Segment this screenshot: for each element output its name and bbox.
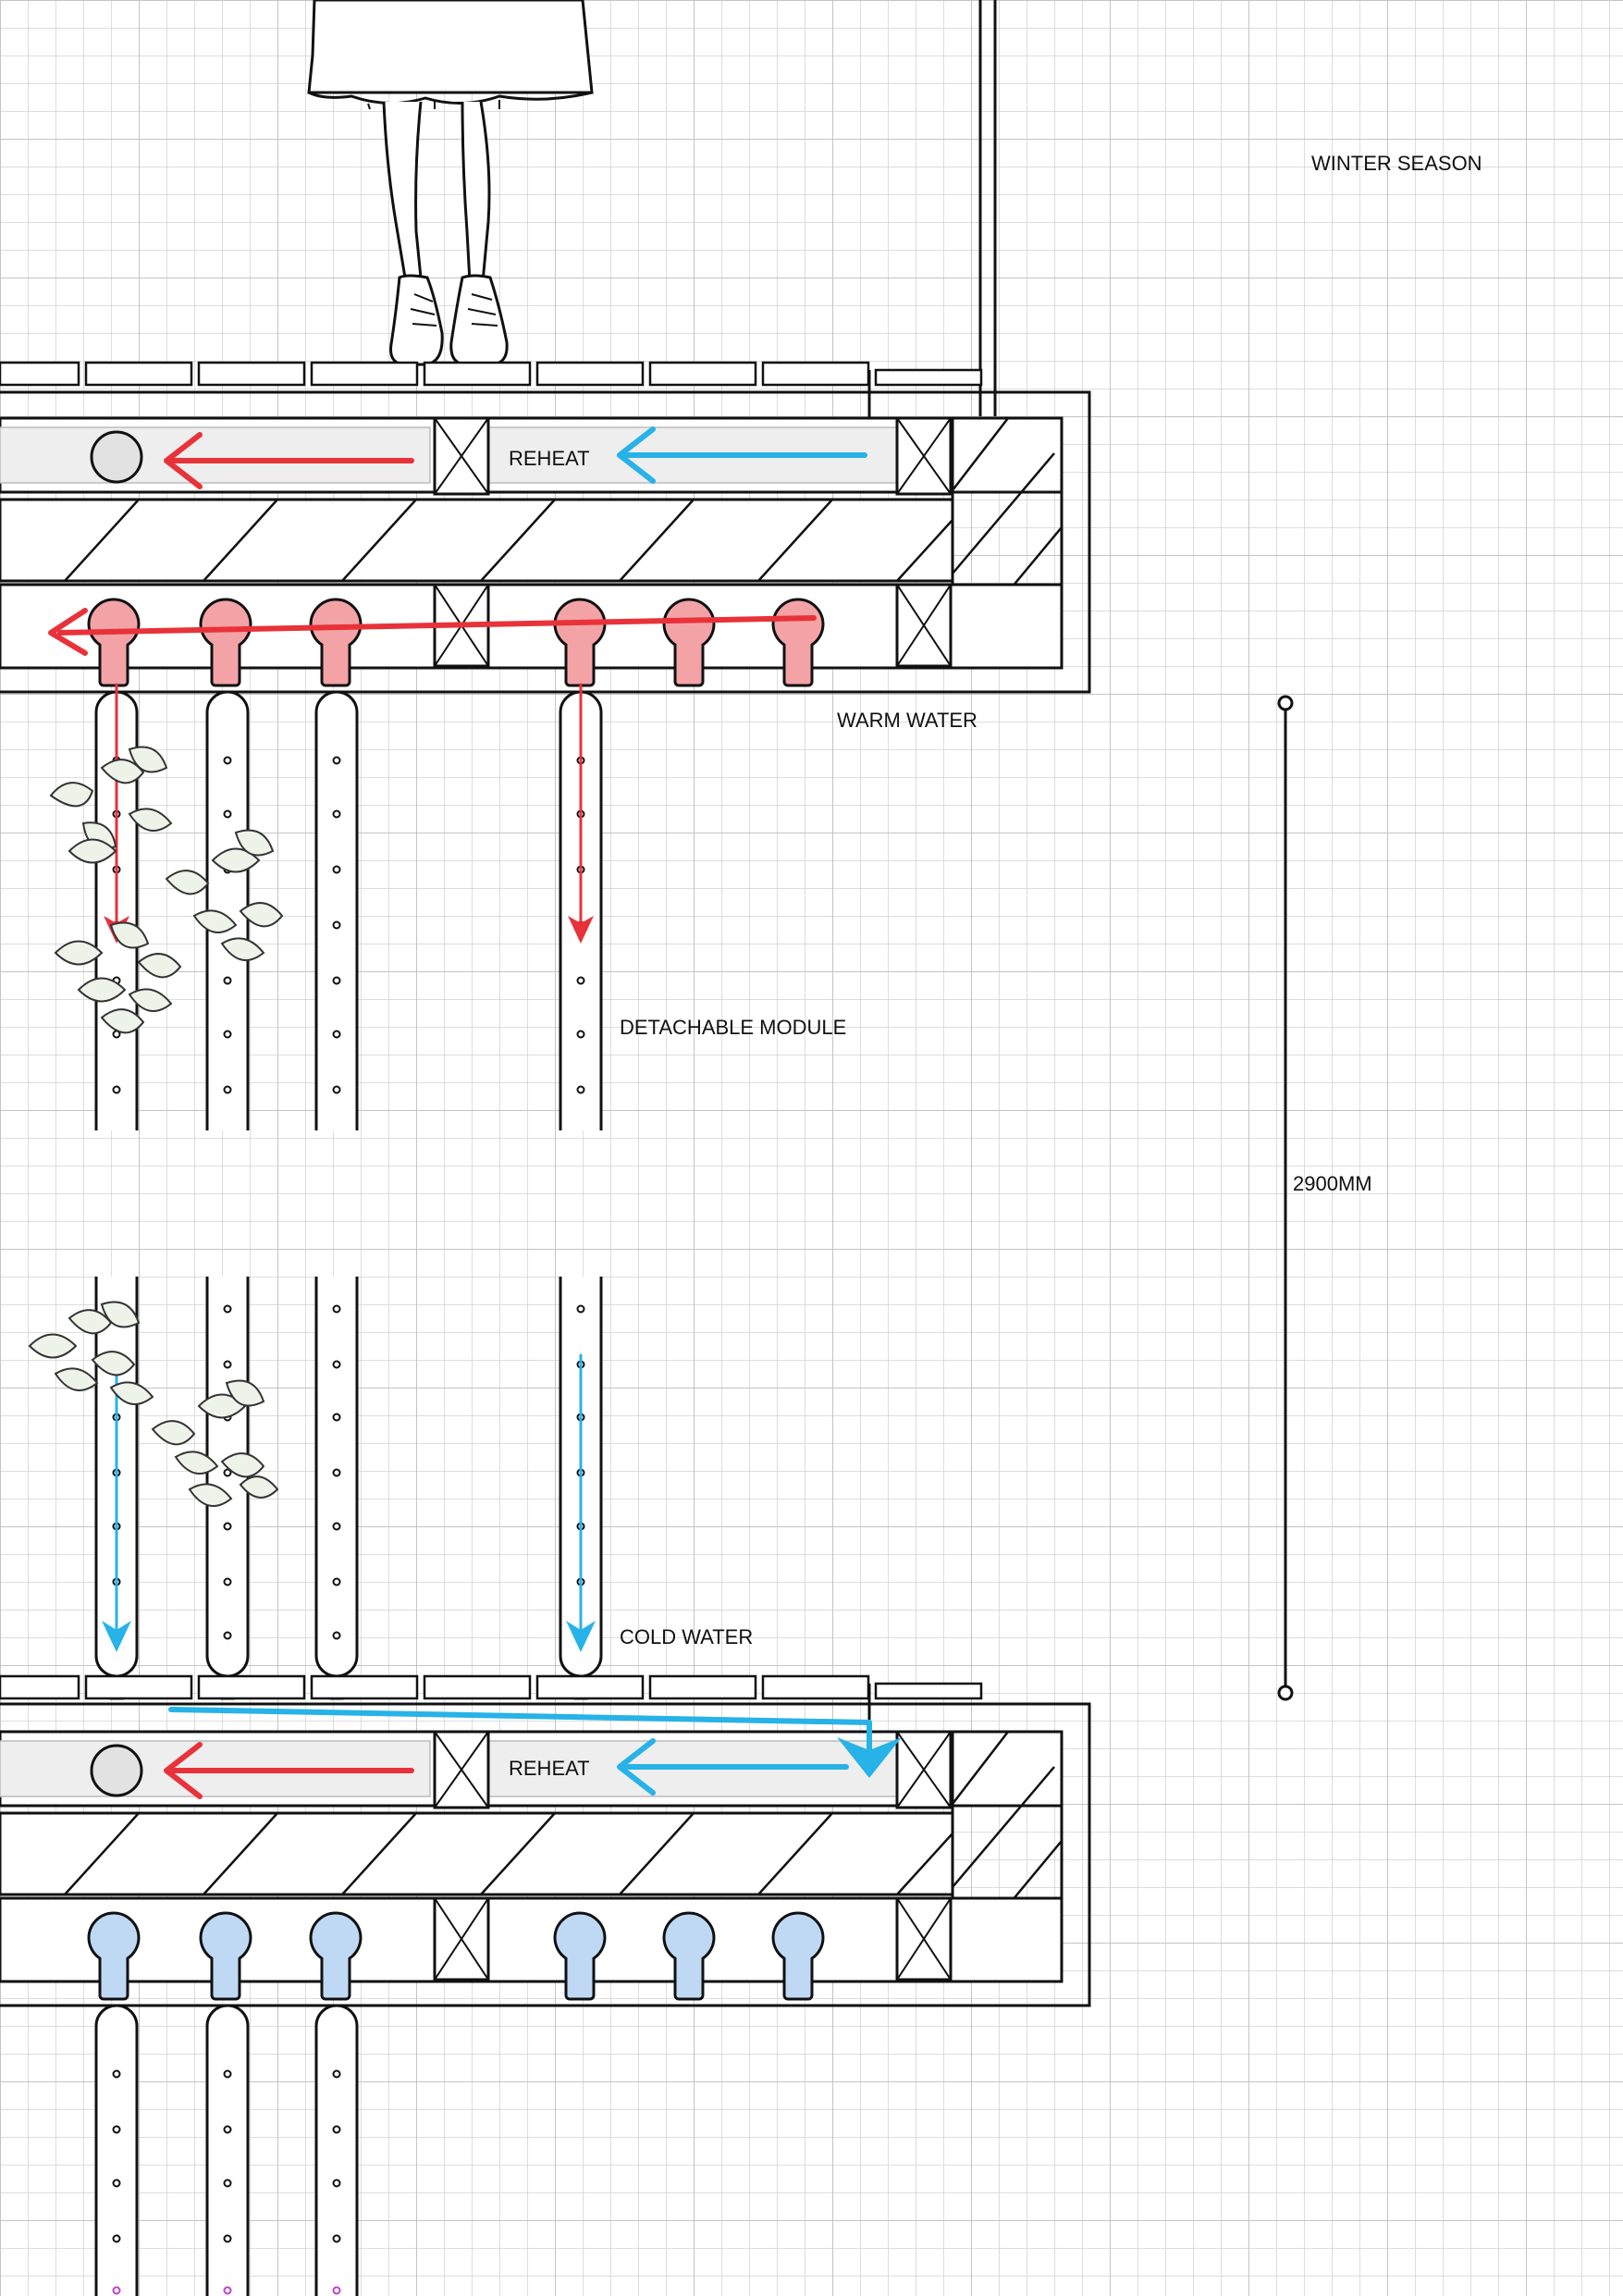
water-bulb-row-warm xyxy=(87,598,825,687)
detachable-module-bottom xyxy=(94,2004,359,2296)
valve-box xyxy=(433,1730,953,1981)
reheat-disc-bottom xyxy=(90,1744,143,1797)
season-label: WINTER SEASON xyxy=(1311,152,1482,175)
reheat-label-top: REHEAT xyxy=(509,447,590,470)
leaf-cluster xyxy=(28,1301,279,1507)
flow-arrow xyxy=(115,683,583,927)
water-bulb-row-cold xyxy=(87,1911,825,2001)
paving-tiles-bottom xyxy=(0,1674,983,1700)
module-holes-upper xyxy=(112,756,585,1094)
reheat-label-bottom: REHEAT xyxy=(509,1757,590,1780)
reheat-disc-top xyxy=(90,430,143,484)
flow-arrow xyxy=(48,608,817,656)
top-tray xyxy=(0,361,1091,694)
leaf-cluster xyxy=(49,746,284,1034)
person-figure xyxy=(307,0,594,366)
paving-tiles-top xyxy=(0,361,983,387)
dimension-line xyxy=(1277,695,1294,1701)
module-holes-bottom xyxy=(112,2069,341,2295)
cold-water-label: COLD WATER xyxy=(620,1625,753,1648)
flow-arrow xyxy=(164,1738,849,1799)
arrowhead xyxy=(102,1621,596,1652)
railing-post xyxy=(978,0,997,416)
flow-arrow xyxy=(115,1353,583,1639)
arrowhead xyxy=(837,1737,902,1778)
warm-water-label: WARM WATER xyxy=(837,709,977,732)
flow-arrow xyxy=(164,426,867,489)
detachable-module-label: DETACHABLE MODULE xyxy=(620,1016,846,1039)
dimension-label: 2900MM xyxy=(1293,1172,1372,1195)
